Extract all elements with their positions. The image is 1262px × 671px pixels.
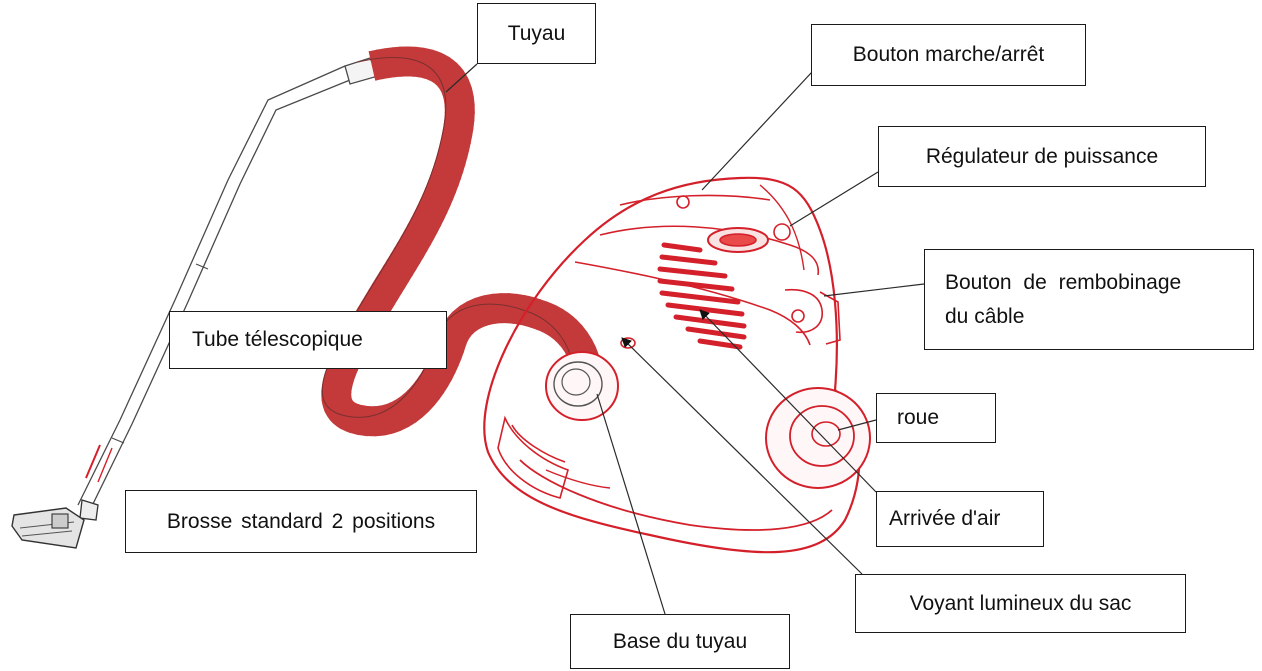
- label-base-tuyau-text: Base du tuyau: [612, 629, 748, 653]
- label-tuyau-text: Tuyau: [507, 21, 566, 45]
- label-bouton-rembobinage-line2: du câble: [945, 304, 1025, 328]
- label-bouton-marche-arret: Bouton marche/arrêt: [811, 24, 1086, 86]
- label-bouton-rembobinage: Bouton de rembobinage du câble: [924, 249, 1254, 350]
- label-voyant-lumineux: Voyant lumineux du sac: [855, 574, 1186, 633]
- label-bouton-marche-arret-text: Bouton marche/arrêt: [852, 43, 1045, 66]
- label-roue-text: roue: [897, 406, 940, 429]
- label-bouton-rembobinage-line1: Bouton de rembobinage: [945, 270, 1182, 294]
- telescopic-tube: [77, 57, 379, 511]
- label-regulateur-puissance-text: Régulateur de puissance: [925, 144, 1159, 168]
- label-tuyau: Tuyau: [477, 3, 596, 64]
- label-voyant-lumineux-text: Voyant lumineux du sac: [909, 591, 1132, 615]
- label-roue: roue: [876, 393, 996, 443]
- label-brosse-standard-text: Brosse standard 2 positions: [166, 509, 436, 533]
- label-arrivee-air-text: Arrivée d'air: [889, 507, 1001, 530]
- label-brosse-standard: Brosse standard 2 positions: [125, 490, 477, 553]
- label-arrivee-air: Arrivée d'air: [876, 491, 1044, 547]
- leader-lines: [445, 63, 925, 615]
- vacuum-body: [483, 176, 871, 554]
- label-tube-telescopique: Tube télescopique: [169, 311, 447, 369]
- flexible-hose: [321, 46, 603, 437]
- label-regulateur-puissance: Régulateur de puissance: [878, 126, 1206, 187]
- label-base-tuyau: Base du tuyau: [570, 614, 790, 669]
- floor-brush: [11, 499, 99, 549]
- label-tube-telescopique-text: Tube télescopique: [192, 328, 363, 351]
